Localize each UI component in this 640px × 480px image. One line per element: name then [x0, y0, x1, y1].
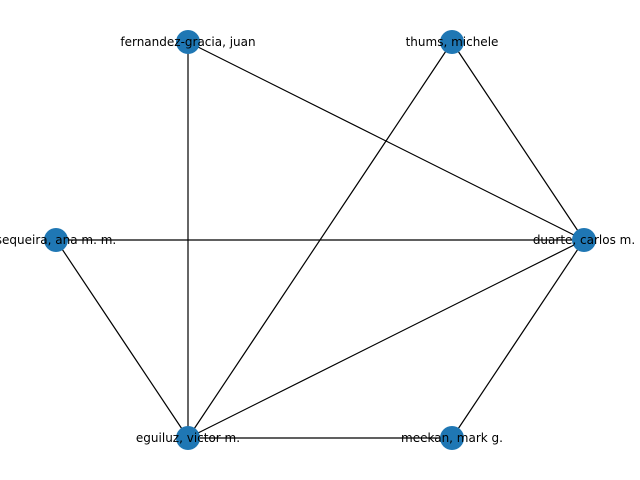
node-label-sequeira: sequeira, ana m. m.	[0, 233, 116, 247]
node-meekan	[440, 426, 464, 450]
node-label-fernandez: fernandez-gracia, juan	[120, 35, 255, 49]
edges-layer	[55, 41, 585, 439]
node-fernandez	[176, 30, 200, 54]
node-label-duarte: duarte, carlos m.	[533, 233, 635, 247]
edge-duarte-meekan	[451, 239, 585, 439]
labels-layer: fernandez-gracia, juan thums, michele sequ…	[0, 35, 635, 445]
node-duarte	[572, 228, 596, 252]
node-eguiluz	[176, 426, 200, 450]
node-thums	[440, 30, 464, 54]
node-sequeira	[44, 228, 68, 252]
nodes-layer	[44, 30, 596, 450]
node-label-thums: thums, michele	[406, 35, 499, 49]
edge-duarte-eguiluz	[187, 239, 585, 439]
edge-thums-duarte	[451, 41, 585, 241]
edge-sequeira-eguiluz	[55, 239, 189, 439]
node-label-eguiluz: eguiluz, victor m.	[136, 431, 240, 445]
node-label-meekan: meekan, mark g.	[401, 431, 503, 445]
